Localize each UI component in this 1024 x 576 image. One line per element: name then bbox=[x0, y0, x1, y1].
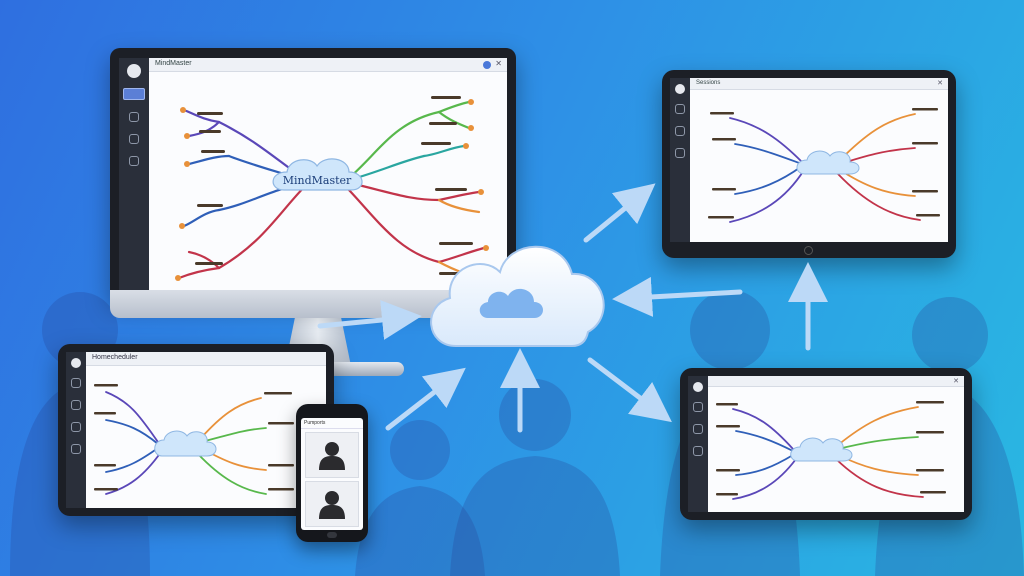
monitor-screen: MindMaster ✕ bbox=[119, 58, 507, 290]
contact-card[interactable] bbox=[305, 432, 359, 478]
phone-header: Pumports bbox=[301, 418, 363, 429]
arrow-icon bbox=[587, 357, 672, 423]
arrow-icon bbox=[612, 276, 743, 317]
window-titlebar: MindMaster ✕ bbox=[149, 58, 507, 72]
sidebar-item-maps[interactable] bbox=[693, 402, 703, 412]
tablet-top-right: Sessions ✕ bbox=[662, 70, 956, 258]
sidebar-item-maps[interactable] bbox=[71, 378, 81, 388]
central-topic-node[interactable] bbox=[790, 437, 853, 462]
tablet-home-button[interactable] bbox=[804, 246, 813, 255]
sidebar-item-maps[interactable] bbox=[123, 88, 145, 100]
central-topic-node[interactable]: MindMaster bbox=[272, 158, 363, 191]
app-header: Homecheduler bbox=[86, 352, 326, 366]
app-sidebar bbox=[119, 58, 149, 290]
app-sidebar bbox=[66, 352, 86, 508]
central-topic-node[interactable] bbox=[796, 150, 860, 175]
tablet-bottom-right: ✕ bbox=[680, 368, 972, 520]
sidebar-item-settings[interactable] bbox=[675, 148, 685, 158]
app-sidebar bbox=[688, 376, 708, 512]
cloud-icon bbox=[430, 245, 605, 347]
app-logo-icon bbox=[675, 84, 685, 94]
mind-map-canvas[interactable] bbox=[708, 387, 964, 512]
sidebar-item-maps[interactable] bbox=[675, 104, 685, 114]
contact-card[interactable] bbox=[305, 481, 359, 527]
close-icon[interactable]: ✕ bbox=[937, 79, 943, 87]
arrow-icon bbox=[583, 183, 656, 243]
mind-map-canvas[interactable]: MindMaster bbox=[149, 72, 507, 290]
central-topic-label: MindMaster bbox=[283, 174, 352, 187]
user-avatar-icon[interactable] bbox=[483, 61, 491, 69]
tablet-bottom-left: Homecheduler bbox=[58, 344, 334, 516]
window-titlebar: Sessions ✕ bbox=[690, 78, 948, 90]
smartphone-screen: Pumports bbox=[301, 418, 363, 530]
user-avatar-icon bbox=[319, 442, 345, 470]
app-logo-icon bbox=[127, 64, 141, 78]
mind-map-canvas[interactable] bbox=[690, 90, 948, 242]
central-topic-node[interactable] bbox=[154, 430, 217, 457]
sidebar-item-settings[interactable] bbox=[693, 446, 703, 456]
user-avatar-icon bbox=[319, 491, 345, 519]
mind-map-canvas[interactable] bbox=[86, 366, 326, 508]
sidebar-item-settings[interactable] bbox=[129, 156, 139, 166]
window-title: Sessions bbox=[696, 80, 721, 86]
tablet-bottom-left-screen: Homecheduler bbox=[66, 352, 326, 508]
close-icon[interactable]: ✕ bbox=[953, 377, 959, 385]
close-icon[interactable]: ✕ bbox=[495, 59, 502, 68]
person-silhouette-center-left bbox=[355, 420, 485, 576]
app-sidebar bbox=[670, 78, 690, 242]
smartphone: Pumports bbox=[296, 404, 368, 542]
sidebar-item-shared[interactable] bbox=[71, 422, 81, 432]
sidebar-item-recent[interactable] bbox=[693, 424, 703, 434]
app-logo-icon bbox=[693, 382, 703, 392]
window-title: MindMaster bbox=[155, 60, 192, 67]
sidebar-item-recent[interactable] bbox=[129, 112, 139, 122]
tablet-bottom-right-screen: ✕ bbox=[688, 376, 964, 512]
sidebar-item-recent[interactable] bbox=[675, 126, 685, 136]
sidebar-item-shared[interactable] bbox=[129, 134, 139, 144]
window-titlebar: ✕ bbox=[708, 376, 964, 387]
person-silhouette-center bbox=[450, 379, 620, 576]
arrow-icon bbox=[317, 300, 422, 340]
desktop-monitor: MindMaster ✕ bbox=[110, 48, 516, 298]
tablet-top-right-screen: Sessions ✕ bbox=[670, 78, 948, 242]
arrow-icon bbox=[385, 367, 466, 431]
sidebar-item-recent[interactable] bbox=[71, 400, 81, 410]
phone-home-button[interactable] bbox=[327, 532, 337, 538]
app-header-text: Homecheduler bbox=[92, 354, 138, 361]
app-logo-icon bbox=[71, 358, 81, 368]
sidebar-item-settings[interactable] bbox=[71, 444, 81, 454]
